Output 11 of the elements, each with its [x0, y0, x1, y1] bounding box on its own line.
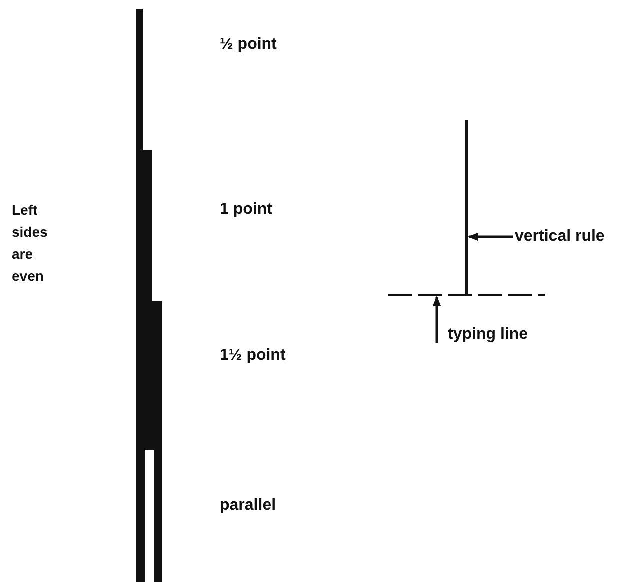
typing-line	[388, 294, 545, 296]
leader-arrow	[433, 296, 441, 343]
weight-label: 1½ point	[220, 346, 286, 366]
vertical-rule-line	[465, 120, 468, 295]
leader-arrow	[468, 233, 513, 241]
weight-label: ½ point	[220, 35, 277, 55]
weight-label: 1 point	[220, 200, 272, 220]
typing-line-caption: typing line	[448, 325, 528, 345]
side-note: Left sides are even	[12, 201, 49, 286]
weight-label: parallel	[220, 496, 276, 516]
rule-caption: vertical rule	[515, 227, 605, 247]
